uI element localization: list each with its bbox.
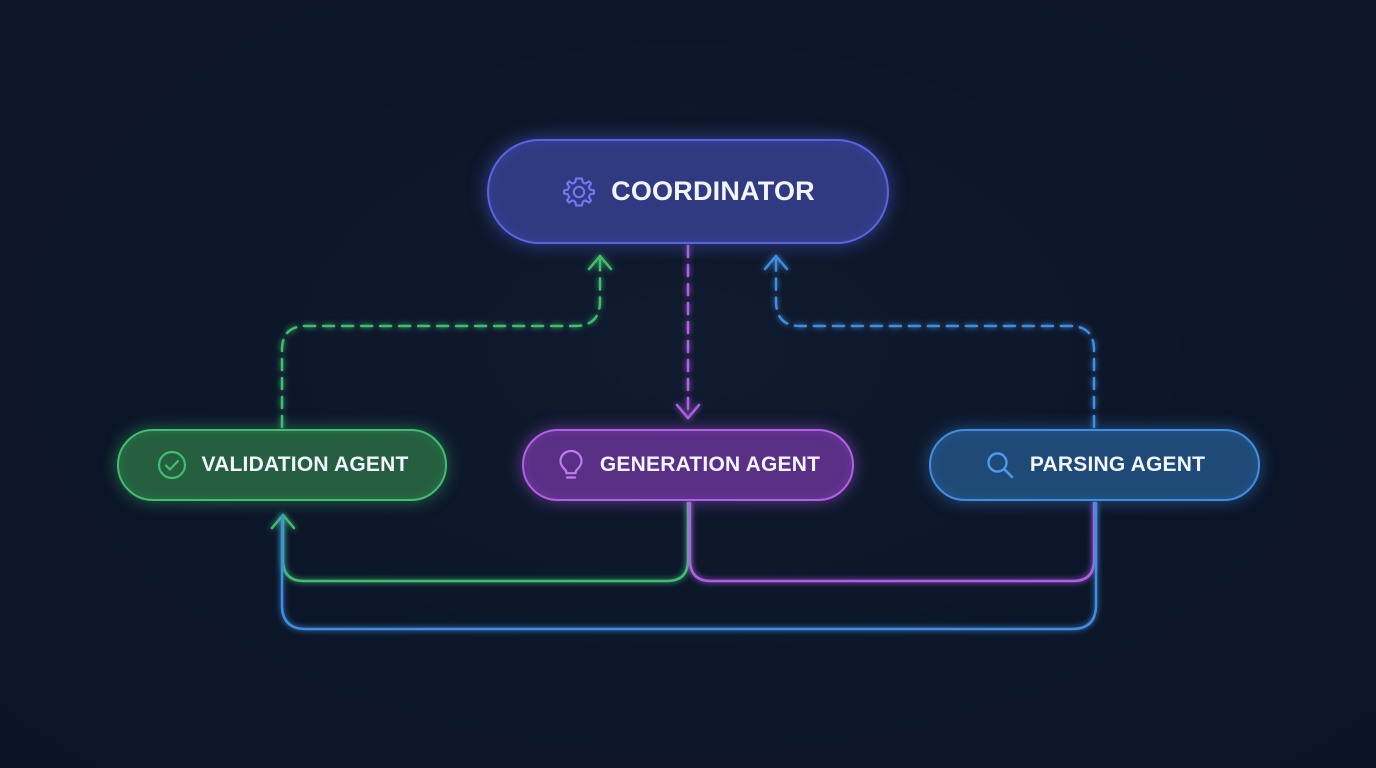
arrowhead-up-icon (763, 254, 789, 271)
generation-agent-label: GENERATION AGENT (599, 453, 821, 476)
generation-agent-node[interactable]: GENERATION AGENT (522, 429, 854, 501)
parsing-agent-label: PARSING AGENT (1029, 453, 1206, 476)
connector-coordinator-to-generation (675, 244, 701, 420)
arrowhead-up-icon (587, 254, 613, 271)
check-circle-icon (156, 449, 188, 481)
coordinator-node[interactable]: COORDINATOR (487, 139, 889, 244)
gear-icon (561, 174, 597, 210)
coordinator-label: COORDINATOR (611, 176, 815, 206)
validation-agent-node[interactable]: VALIDATION AGENT (117, 429, 447, 501)
connector-generation-to-parsing (688, 501, 1096, 583)
lightbulb-icon (556, 448, 586, 482)
connector-validation-to-coordinator (280, 254, 613, 429)
search-icon (984, 449, 1016, 481)
arrowhead-down-icon (675, 403, 701, 420)
connector-generation-to-validation (270, 501, 690, 583)
connector-parsing-to-coordinator (763, 254, 1096, 429)
parsing-agent-node[interactable]: PARSING AGENT (929, 429, 1260, 501)
validation-agent-label: VALIDATION AGENT (201, 453, 409, 476)
arrowhead-up-icon (270, 513, 296, 530)
connector-parsing-to-validation (280, 501, 1098, 631)
